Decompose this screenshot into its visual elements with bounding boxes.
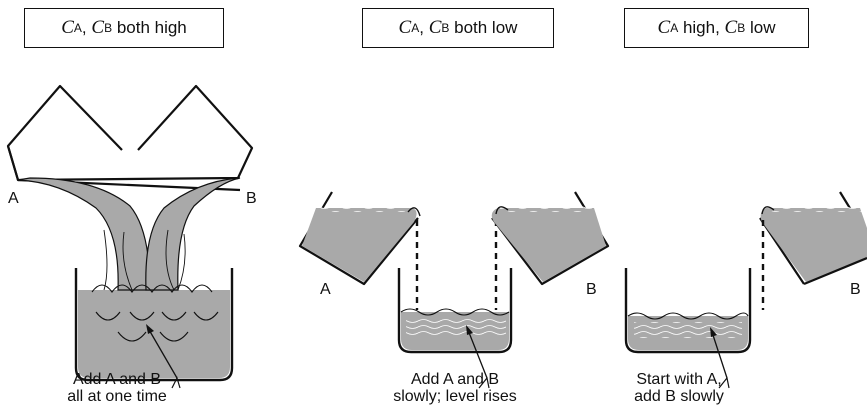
- panel3-sub-b: B: [737, 21, 746, 35]
- panel1-caption-line1: Add A and B: [72, 371, 162, 388]
- panel1-beaker: [74, 268, 234, 382]
- panel1-container-b: [6, 84, 254, 182]
- panel1-title-text: both high: [116, 18, 187, 37]
- panel3-arrow: [711, 331, 728, 379]
- panel1-container-a: [6, 84, 241, 192]
- panel1-turbulence-icon: [91, 284, 219, 342]
- panel2-caption-line1: Add A and B: [410, 371, 500, 388]
- panel1-beaker-liquid: [78, 290, 230, 378]
- panel2-container-a-liquid: [302, 208, 417, 282]
- panel2-label-a: A: [320, 281, 331, 298]
- panel1-label-a: A: [8, 190, 19, 207]
- panel3-sym-a: C: [657, 17, 671, 38]
- panel1-stream-b: [145, 177, 241, 291]
- panel2-illustration: [298, 191, 610, 389]
- panel2-sub-b: B: [441, 21, 450, 35]
- panel3-illustration: [624, 191, 867, 389]
- panel3-caption-line2: add B slowly: [634, 388, 724, 405]
- panel2-container-b-liquid: [491, 208, 606, 282]
- panel2-title-text: both low: [454, 18, 518, 37]
- panel3-title-mid: high,: [682, 18, 720, 37]
- panel2-caption-line2: slowly; level rises: [393, 388, 517, 405]
- panel2-arrow: [467, 329, 488, 379]
- panel3-title-text: low: [749, 18, 776, 37]
- panel3-container-b-liquid: [760, 208, 867, 282]
- panel2-beaker: [397, 268, 513, 354]
- panel1-sub-a: A: [73, 21, 82, 35]
- panel2-sym-b: C: [428, 17, 442, 38]
- panel1-label-b: B: [246, 190, 257, 207]
- panel2-sub-a: A: [411, 21, 420, 35]
- panel1-stream-a: [17, 177, 151, 291]
- panel2-sym-a: C: [398, 17, 412, 38]
- panel3-sym-b: C: [724, 17, 738, 38]
- panel3-beaker: [624, 268, 752, 354]
- panel2-label-b: B: [586, 281, 597, 298]
- panel1-caption: Add A and B all at one time: [42, 371, 192, 405]
- panel2-caption: Add A and B slowly; level rises: [370, 371, 540, 405]
- panel3-label-b: B: [850, 281, 861, 298]
- panel1-arrow: [147, 327, 178, 379]
- panel1-caption-line2: all at one time: [67, 388, 167, 405]
- panel3-caption: Start with A, add B slowly: [624, 371, 734, 405]
- panel3-sub-a: A: [670, 21, 679, 35]
- panel1-sub-b: B: [104, 21, 113, 35]
- panel1-illustration: [6, 84, 254, 389]
- panel1-sym-a: C: [61, 17, 74, 38]
- panel1-sym-b: C: [91, 17, 105, 38]
- panel3-caption-line1: Start with A,: [636, 371, 722, 388]
